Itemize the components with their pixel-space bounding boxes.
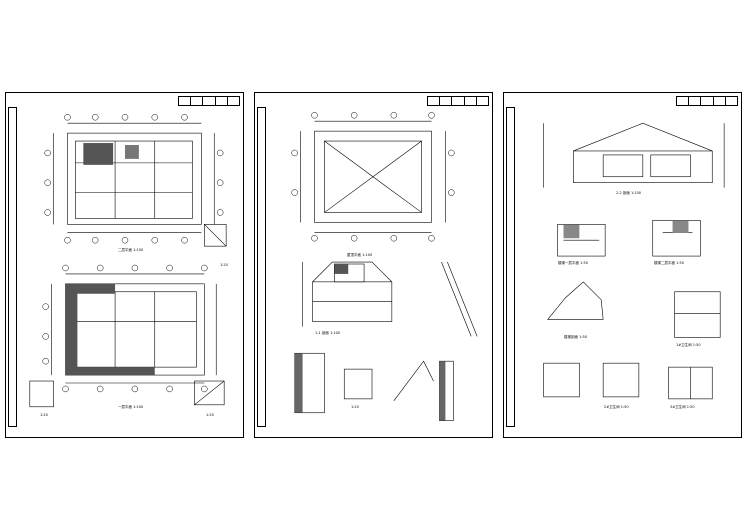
roof-and-section-drawing bbox=[291, 112, 478, 421]
stair-plan-title: 楼梯一层平面 1:50 bbox=[558, 261, 588, 265]
detail-label: 1:20 bbox=[220, 263, 228, 267]
detail-label: 1:20 bbox=[40, 413, 48, 417]
drawing-sheet-1: 二层平面 1:100 一层平面 1:100 1:20 1:20 1:20 bbox=[5, 92, 244, 438]
toilet-plan-title: 1#卫生间 1:50 bbox=[676, 343, 701, 347]
stair-plan-title: 楼梯二层平面 1:50 bbox=[654, 261, 684, 265]
sheet-sidebar bbox=[8, 107, 17, 427]
floor-plans-drawing bbox=[29, 114, 227, 408]
title-block bbox=[178, 96, 240, 106]
plan-1f-title: 一层平面 1:100 bbox=[118, 405, 144, 409]
detail-label: 1:20 bbox=[351, 405, 359, 409]
section-2-title: 2-2 剖面 1:100 bbox=[616, 191, 642, 195]
toilet-plan-title: 3#卫生间 1:50 bbox=[670, 405, 695, 409]
plan-2f-title: 二层平面 1:100 bbox=[118, 248, 144, 252]
drawing-sheet-3: 2-2 剖面 1:100 楼梯一层平面 1:50 楼梯二层平面 1:50 楼梯剖… bbox=[503, 92, 742, 438]
detail-label: 1:20 bbox=[206, 413, 214, 417]
toilet-plan-title: 2#卫生间 1:50 bbox=[604, 405, 629, 409]
title-block bbox=[427, 96, 489, 106]
sheet-sidebar bbox=[257, 107, 266, 427]
roof-plan-title: 屋顶平面 1:100 bbox=[347, 253, 373, 257]
title-block bbox=[676, 96, 738, 106]
section-and-detail-drawing bbox=[543, 122, 725, 400]
section-1-title: 1-1 剖面 1:100 bbox=[315, 331, 341, 335]
stair-section-title: 楼梯剖面 1:50 bbox=[564, 335, 587, 339]
drawing-sheet-2: 屋顶平面 1:100 1-1 剖面 1:100 1:20 bbox=[254, 92, 493, 438]
sheet-sidebar bbox=[506, 107, 515, 427]
